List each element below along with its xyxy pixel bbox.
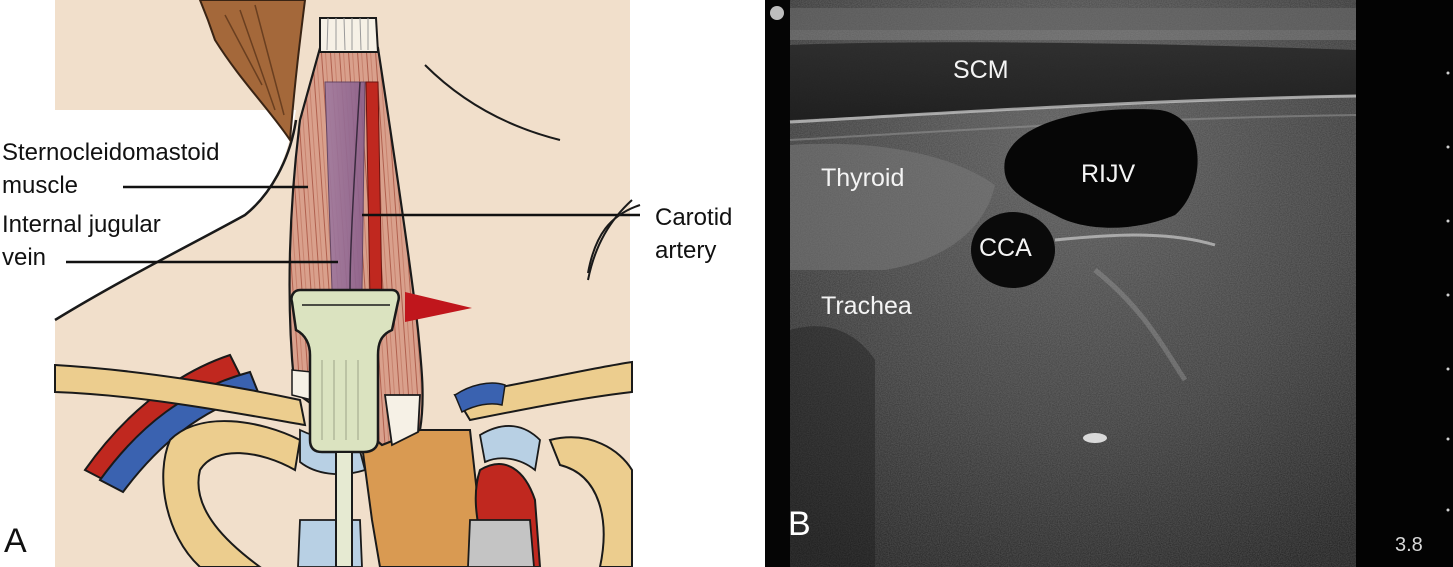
rib-left <box>162 420 302 567</box>
panel-b-letter: B <box>788 505 811 543</box>
chin-contour <box>424 64 561 141</box>
shoulder-contour-right <box>587 199 633 281</box>
thyroid-region <box>790 143 995 270</box>
scm-label-line2: muscle <box>2 172 79 199</box>
scm-region <box>790 42 1356 121</box>
ultrasound-scan <box>770 0 1453 567</box>
probe-cable <box>335 451 353 567</box>
anatomy-illustration-panel: Sternocleidomastoid muscle Internal jugu… <box>0 0 640 567</box>
thyroid-us-label: Thyroid <box>821 164 905 192</box>
cca-region <box>971 212 1055 288</box>
trachea-us-label: Trachea <box>821 292 912 320</box>
internal-jugular-vein <box>324 81 366 291</box>
orientation-marker-dot <box>770 6 784 20</box>
clavicle-right <box>453 360 633 422</box>
carotid-label: Carotid artery <box>655 201 732 267</box>
rib-right <box>548 436 633 567</box>
scm-tendon <box>319 17 380 53</box>
neck-anatomy-drawing <box>0 0 640 567</box>
subclavian-artery-right <box>454 382 506 414</box>
clavicle-left <box>54 363 307 427</box>
trachea-region <box>790 326 875 567</box>
hair <box>198 0 307 143</box>
probe-orientation-arrow <box>405 292 472 322</box>
ijv-label-line1: Internal jugular <box>2 211 161 238</box>
depth-readout: 3.8 <box>1395 534 1423 556</box>
neck-outline-left <box>54 119 298 322</box>
ultrasound-image-panel: SCM Thyroid RIJV CCA Trachea 3.8 B <box>765 0 1453 567</box>
background-white <box>0 0 296 320</box>
scm-us-label: SCM <box>953 56 1009 84</box>
fascia-line <box>789 94 1357 124</box>
depth-scale-ticks <box>1446 71 1450 512</box>
depth-scale-bar <box>1356 0 1453 567</box>
scm-label-line1: Sternocleidomastoid <box>2 139 220 166</box>
carotid-label-line1: Carotid <box>655 204 733 231</box>
cca-us-label: CCA <box>979 234 1032 262</box>
ijv-label-line2: vein <box>2 244 47 271</box>
rijv-us-label: RIJV <box>1081 160 1136 188</box>
rijv-region <box>1004 109 1198 228</box>
sternum <box>358 429 482 567</box>
carotid-label-line2: artery <box>655 237 717 264</box>
panel-a-letter: A <box>4 522 27 560</box>
ultrasound-probe <box>290 288 400 454</box>
ijv-label: Internal jugular vein <box>2 208 161 274</box>
scm-label: Sternocleidomastoid muscle <box>2 136 219 202</box>
shoulder-outline-extension <box>587 204 641 274</box>
